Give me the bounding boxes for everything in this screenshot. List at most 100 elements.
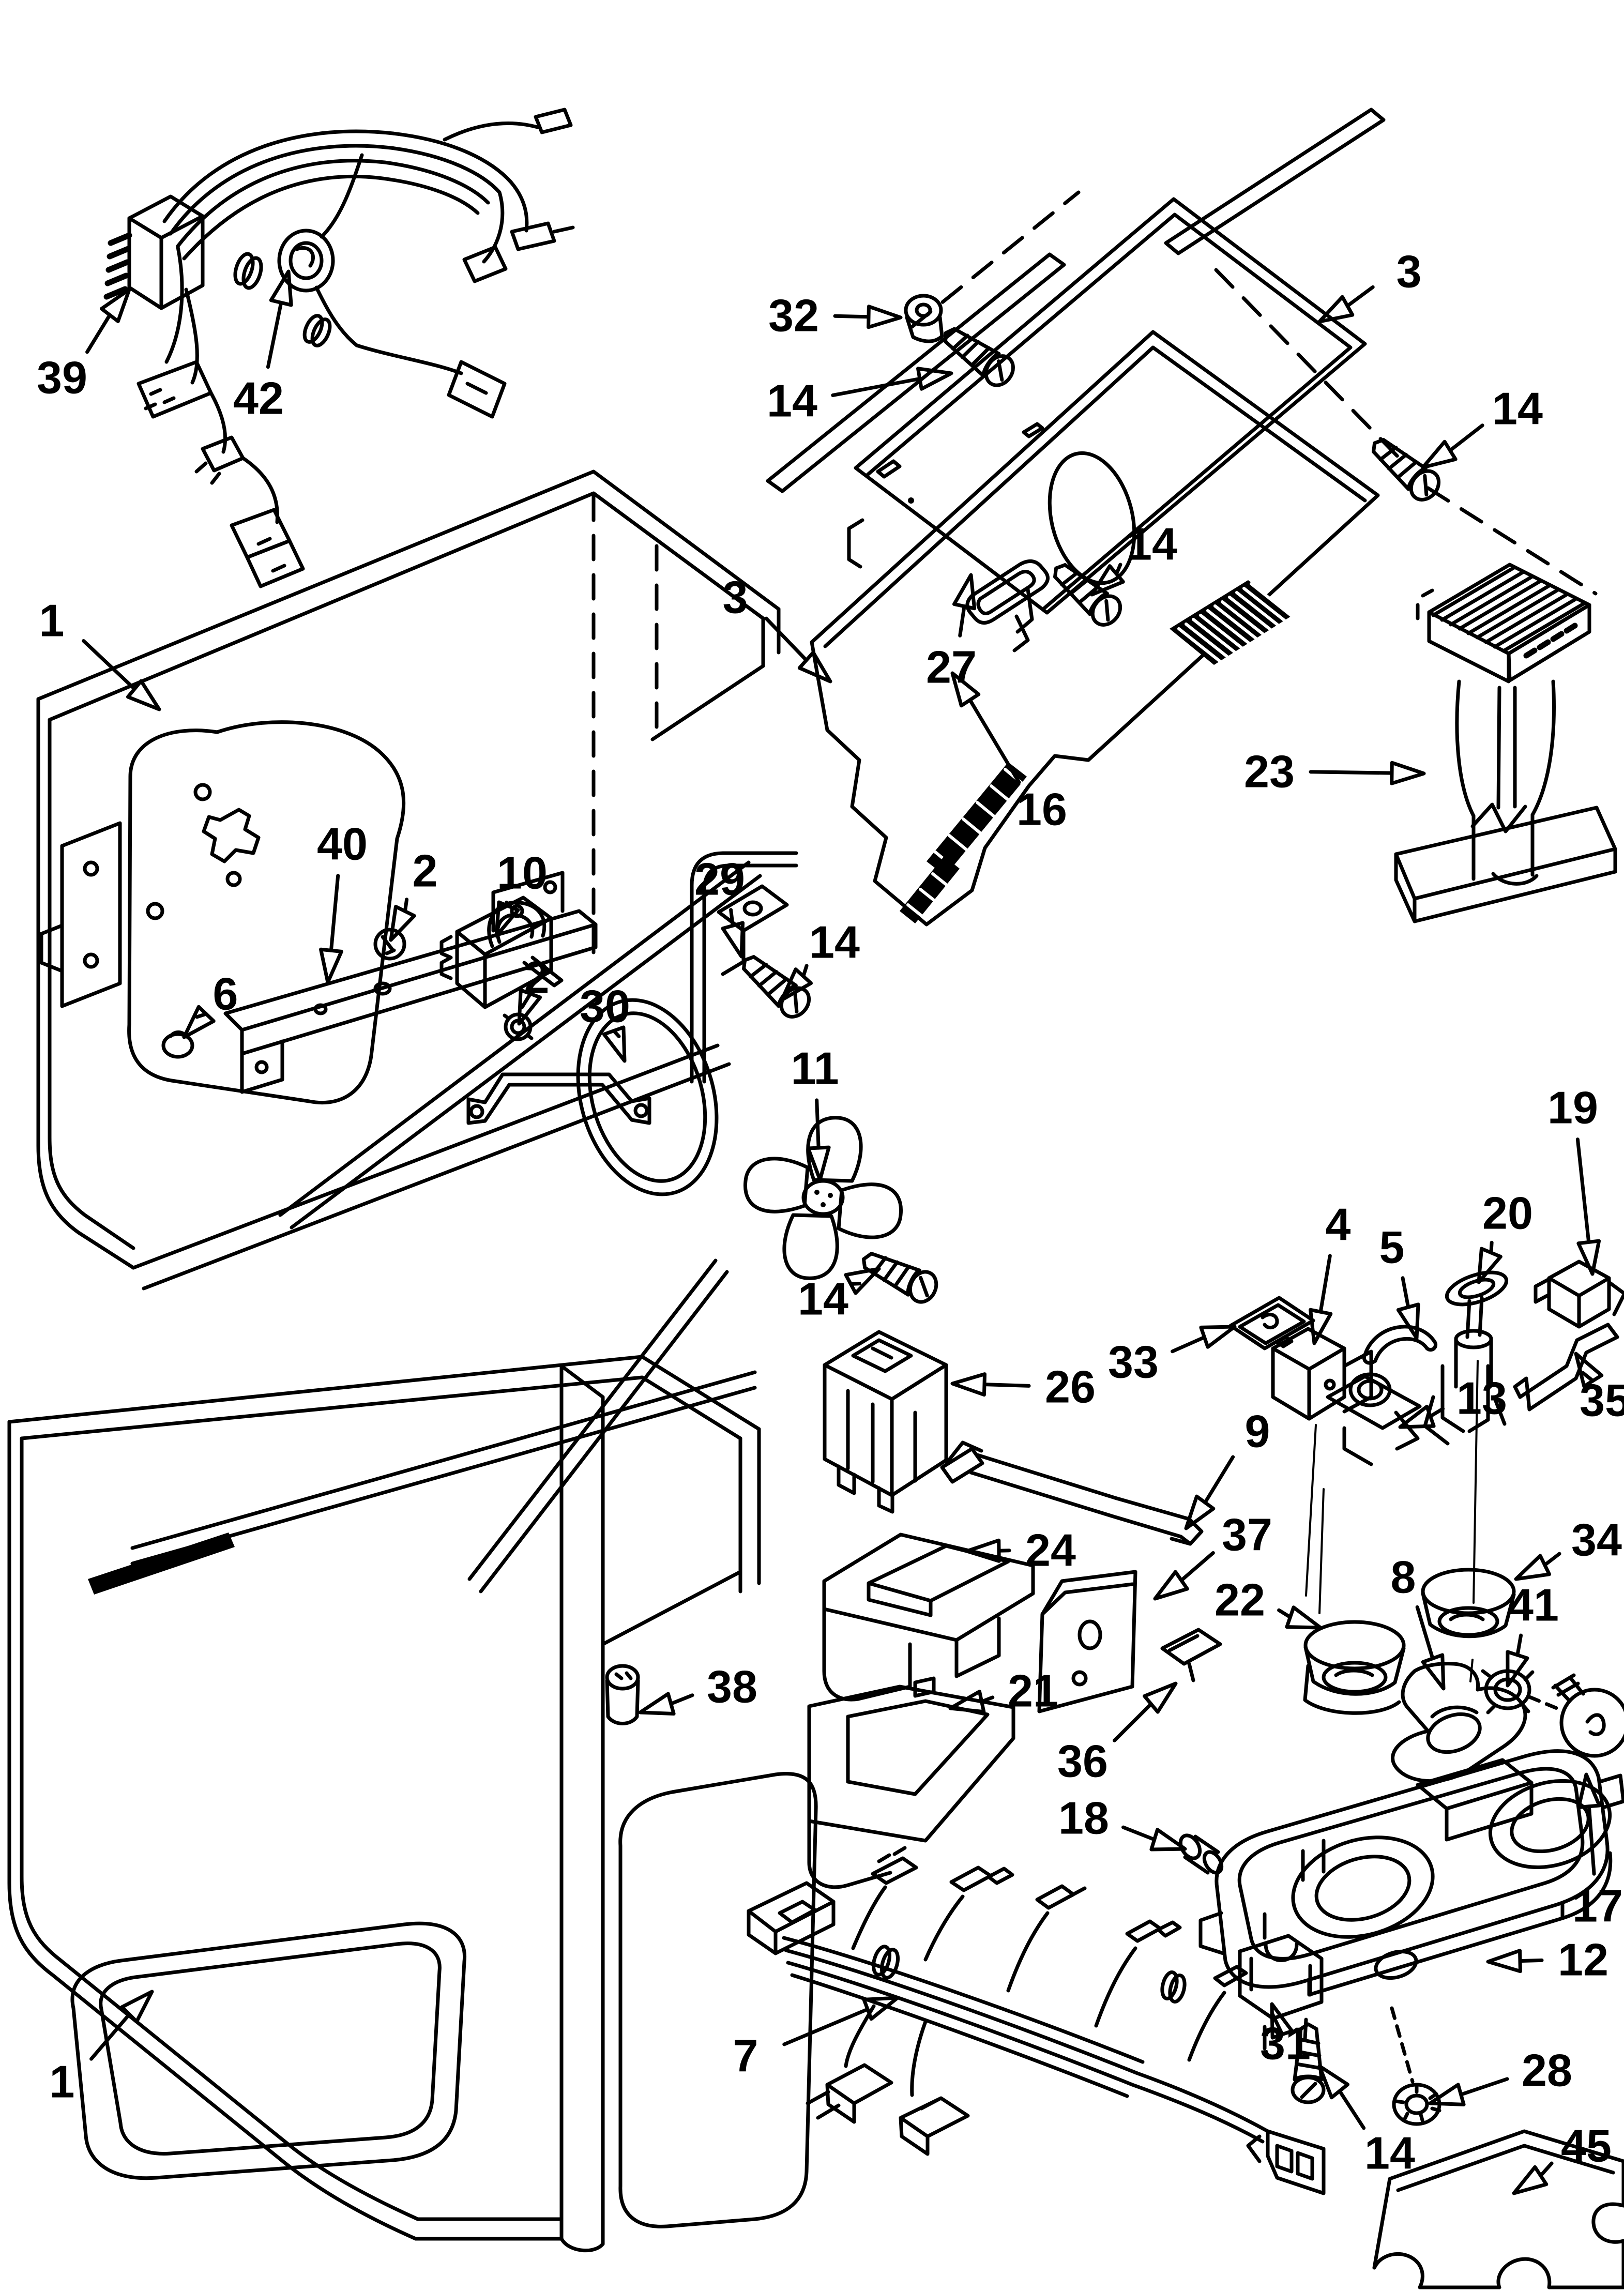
- arrowhead-icon: [844, 1267, 881, 1295]
- callout-14: 14: [1421, 383, 1543, 469]
- part-number-label: 6: [213, 968, 238, 1020]
- callout-42: 42: [233, 269, 293, 424]
- part-number-label: 1: [39, 595, 65, 646]
- part-number-label: 34: [1571, 1514, 1622, 1566]
- part-number-label: 38: [707, 1661, 757, 1712]
- callout-30: 30: [580, 981, 630, 1063]
- part-number-label: 1: [50, 2056, 75, 2107]
- part-number-label: 29: [694, 854, 745, 905]
- leader-line: [729, 908, 735, 928]
- arrowhead-icon: [1090, 564, 1125, 597]
- arrowhead-icon: [1514, 1554, 1551, 1581]
- part-number-label: 10: [497, 847, 548, 899]
- callout-32: 32: [768, 290, 903, 341]
- leader-line: [1459, 2077, 1509, 2097]
- callout-31: 31: [1260, 2002, 1311, 2069]
- part-number-label: 40: [317, 818, 368, 870]
- part-number-label: 14: [798, 1273, 848, 1325]
- leader-line: [815, 1098, 821, 1150]
- callout-38: 38: [638, 1661, 757, 1716]
- callout-22: 22: [1215, 1574, 1323, 1630]
- arrowhead-icon: [1184, 1494, 1216, 1530]
- callout-12: 12: [1486, 1934, 1608, 1985]
- leader-line: [1179, 1551, 1215, 1583]
- callout-3: 3: [1317, 246, 1421, 324]
- arrowhead-icon: [1153, 1570, 1189, 1601]
- callout-6: 6: [182, 968, 238, 1039]
- part-number-label: 35: [1580, 1375, 1624, 1426]
- callout-3: 3: [723, 572, 832, 684]
- arrowhead-icon: [517, 988, 542, 1026]
- arrowhead-icon: [1421, 1653, 1446, 1691]
- callout-33: 33: [1108, 1325, 1237, 1388]
- arrowhead-icon: [1149, 1828, 1187, 1852]
- part-number-label: 9: [1245, 1406, 1270, 1457]
- leader-line: [1112, 1702, 1153, 1742]
- part-number-label: 14: [1492, 383, 1543, 434]
- freezer-liner: [36, 469, 781, 1594]
- leader-line: [85, 313, 112, 354]
- arrowhead-icon: [1309, 1308, 1333, 1345]
- leader-line: [1575, 1137, 1591, 1244]
- callout-2: 2: [517, 952, 550, 1026]
- part-number-label: 2: [524, 952, 550, 1003]
- part-number-label: 33: [1108, 1337, 1159, 1388]
- fresh-food-liner: [7, 1355, 818, 2253]
- callout-5: 5: [1379, 1222, 1420, 1340]
- callout-1: 1: [50, 1990, 154, 2107]
- callout-35: 35: [1574, 1352, 1624, 1426]
- leader-line: [1401, 1276, 1410, 1309]
- leader-line: [1277, 1608, 1292, 1619]
- arrowhead-icon: [1390, 761, 1426, 785]
- callout-18: 18: [1058, 1793, 1187, 1852]
- leader-line: [266, 300, 283, 369]
- part-number-label: 24: [1025, 1525, 1076, 1576]
- callout-7: 7: [733, 1996, 900, 2082]
- leader-line: [1338, 2089, 1366, 2130]
- part-number-label: 3: [723, 572, 748, 623]
- callout-8: 8: [1391, 1552, 1446, 1691]
- arrowhead-icon: [1317, 2064, 1350, 2100]
- callout-14: 14: [1317, 2064, 1415, 2179]
- callout-19: 19: [1547, 1082, 1601, 1276]
- part-number-label: 5: [1379, 1222, 1405, 1273]
- arrowhead-icon: [1421, 439, 1458, 469]
- arrowhead-icon: [1576, 1772, 1601, 1809]
- arrowhead-icon: [1477, 1247, 1502, 1284]
- arrowhead-icon: [916, 367, 953, 391]
- part-number-label: 32: [768, 290, 819, 341]
- defrost-pan-12: [1198, 1749, 1624, 2289]
- arrowhead-icon: [1199, 1325, 1237, 1349]
- callout-28: 28: [1428, 2045, 1572, 2106]
- arrowhead-icon: [965, 1538, 1001, 1563]
- callout-37: 37: [1153, 1509, 1272, 1601]
- leader-line: [833, 314, 871, 319]
- wiring-harness-bottom: [747, 1846, 1326, 2195]
- leader-line: [1171, 1335, 1206, 1354]
- callout-16: 16: [950, 671, 1067, 835]
- arrowhead-icon: [126, 679, 161, 711]
- callout-21: 21: [948, 1665, 1058, 1717]
- callout-29: 29: [694, 854, 745, 959]
- callout-39: 39: [37, 287, 131, 403]
- part-number-label: 14: [767, 375, 817, 427]
- leader-line: [1448, 423, 1484, 452]
- callout-14: 14: [780, 917, 860, 1002]
- part-number-label: 31: [1260, 2018, 1311, 2069]
- arrowhead-icon: [1486, 1949, 1522, 1974]
- part-number-label: 19: [1547, 1082, 1598, 1133]
- arrowhead-icon: [952, 573, 977, 611]
- part-number-label: 2: [413, 845, 438, 897]
- part-number-label: 22: [1215, 1574, 1265, 1626]
- callout-26: 26: [950, 1361, 1096, 1413]
- callout-24: 24: [965, 1525, 1076, 1576]
- leader-line: [403, 898, 409, 913]
- part-number-label: 26: [1045, 1361, 1096, 1413]
- leader-line: [1345, 285, 1375, 308]
- evaporator-panel-assembly: [766, 108, 1598, 927]
- arrowhead-icon: [638, 1692, 676, 1716]
- part-number-label: 41: [1508, 1580, 1559, 1631]
- callout-17: 17: [1572, 1772, 1623, 1932]
- part-number-label: 36: [1057, 1736, 1108, 1787]
